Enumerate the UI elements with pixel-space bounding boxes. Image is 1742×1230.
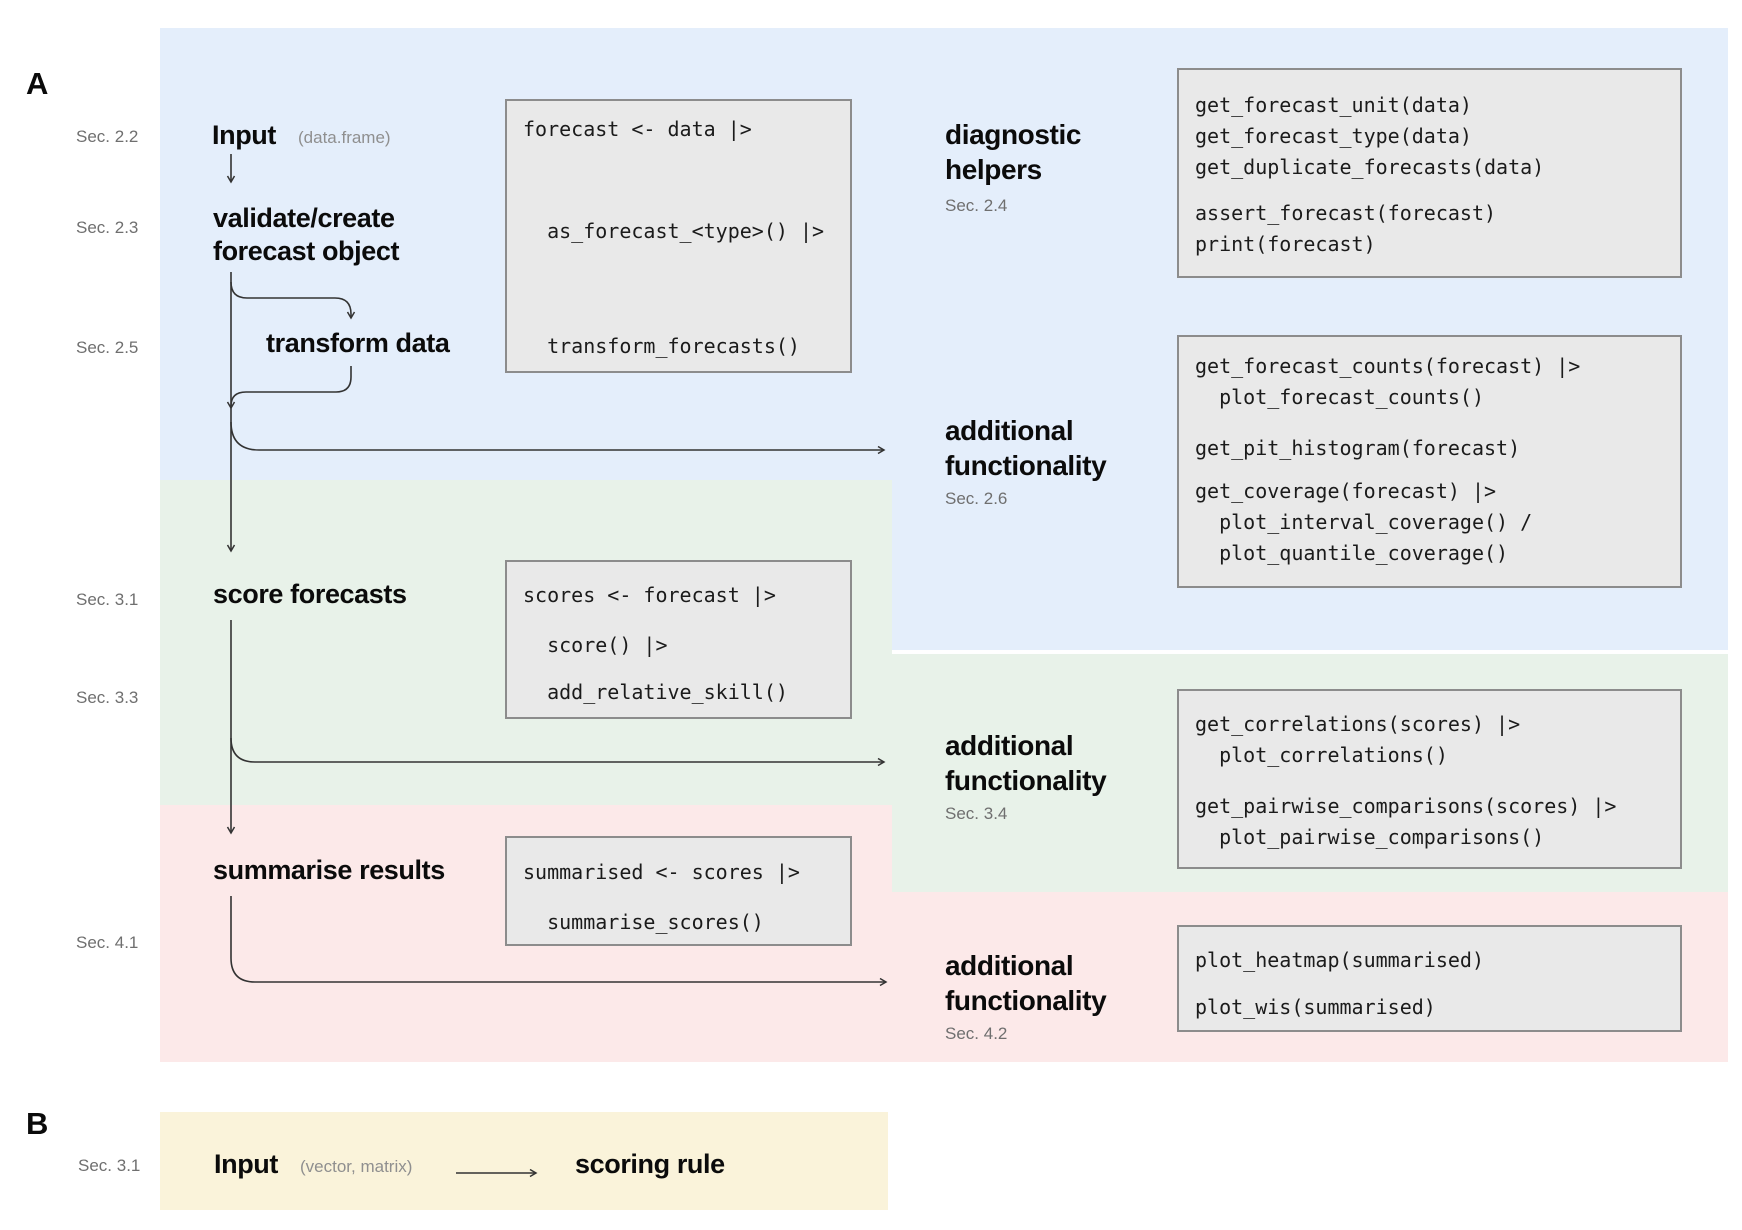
code-box-workflow: forecast <- data |> as_forecast_<type>()… [505, 99, 852, 373]
code-box-additional-functionality-42: plot_heatmap(summarised) plot_wis(summar… [1177, 925, 1682, 1032]
section-label-3-3: Sec. 3.3 [76, 688, 139, 707]
panel-b-label: B [26, 1106, 48, 1141]
code-line: plot_quantile_coverage() [1195, 541, 1509, 565]
code-line: add_relative_skill() [523, 680, 788, 704]
section-label-2-4: Sec. 2.4 [945, 196, 1008, 215]
code-line: plot_forecast_counts() [1195, 385, 1484, 409]
code-line: plot_wis(summarised) [1195, 995, 1436, 1019]
flow-step-validate: validate/create forecast object [213, 202, 399, 268]
code-line: scores <- forecast |> [523, 583, 776, 607]
flow-input-annotation: (data.frame) [298, 128, 391, 147]
flow-step-summarise: summarise results [213, 855, 445, 885]
af34-line2: functionality [945, 765, 1107, 796]
flow-step-input: Input [212, 120, 276, 150]
code-line: score() |> [523, 633, 668, 657]
af26-line2: functionality [945, 450, 1107, 481]
code-line: assert_forecast(forecast) [1195, 201, 1497, 225]
side-group-additional-functionality-42: additional functionality [945, 948, 1107, 1018]
section-label-4-2: Sec. 4.2 [945, 1024, 1008, 1043]
code-line: plot_pairwise_comparisons() [1195, 825, 1545, 849]
code-line: as_forecast_<type>() |> [523, 219, 825, 243]
panel-b-input: Input [214, 1149, 278, 1179]
code-line: get_forecast_counts(forecast) |> [1195, 354, 1581, 378]
flow-step-transform: transform data [266, 328, 450, 358]
flow-validate-line2: forecast object [213, 236, 400, 266]
diagnostic-helpers-line1: diagnostic [945, 119, 1082, 150]
af26-line1: additional [945, 415, 1074, 446]
section-label-2-2: Sec. 2.2 [76, 127, 139, 146]
section-label-2-6: Sec. 2.6 [945, 489, 1008, 508]
section-label-3-4: Sec. 3.4 [945, 804, 1008, 823]
section-label-4-1: Sec. 4.1 [76, 933, 139, 952]
section-label-b-3-1: Sec. 3.1 [78, 1156, 141, 1175]
code-line: summarise_scores() [523, 910, 764, 934]
code-line: forecast <- data |> [523, 117, 752, 141]
code-line: get_pairwise_comparisons(scores) |> [1195, 794, 1617, 818]
code-line: get_forecast_unit(data) [1195, 93, 1472, 117]
code-line: get_pit_histogram(forecast) [1195, 436, 1521, 460]
side-group-diagnostic-helpers: diagnostic helpers [945, 117, 1081, 187]
section-label-2-5: Sec. 2.5 [76, 338, 139, 357]
code-box-additional-functionality-26: get_forecast_counts(forecast) |> plot_fo… [1177, 335, 1682, 588]
code-line: plot_correlations() [1195, 743, 1448, 767]
code-line: plot_interval_coverage() / [1195, 510, 1533, 534]
code-box-score: scores <- forecast |> score() |> add_rel… [505, 560, 852, 719]
section-label-3-1: Sec. 3.1 [76, 590, 139, 609]
flow-step-score: score forecasts [213, 579, 407, 609]
panel-a-label: A [26, 66, 48, 101]
code-line: transform_forecasts() [523, 334, 800, 358]
code-line: print(forecast) [1195, 232, 1376, 256]
code-line: summarised <- scores |> [523, 860, 800, 884]
band-yellow-panel-b [160, 1112, 888, 1210]
code-box-additional-functionality-34: get_correlations(scores) |> plot_correla… [1177, 689, 1682, 869]
af42-line1: additional [945, 950, 1074, 981]
code-line: get_forecast_type(data) [1195, 124, 1472, 148]
code-line: get_correlations(scores) |> [1195, 712, 1521, 736]
code-box-diagnostic-helpers: get_forecast_unit(data) get_forecast_typ… [1177, 68, 1682, 278]
panel-b-input-annotation: (vector, matrix) [300, 1157, 413, 1176]
code-line: get_duplicate_forecasts(data) [1195, 155, 1545, 179]
af42-line2: functionality [945, 985, 1107, 1016]
side-group-additional-functionality-34: additional functionality [945, 728, 1107, 798]
flow-validate-line1: validate/create [213, 203, 395, 233]
af34-line1: additional [945, 730, 1074, 761]
panel-b-scoring-rule: scoring rule [575, 1149, 725, 1179]
code-box-summarise: summarised <- scores |> summarise_scores… [505, 836, 852, 946]
code-line: get_coverage(forecast) |> [1195, 479, 1497, 503]
code-line: plot_heatmap(summarised) [1195, 948, 1484, 972]
side-group-additional-functionality-26: additional functionality [945, 413, 1107, 483]
section-label-2-3: Sec. 2.3 [76, 218, 139, 237]
diagnostic-helpers-line2: helpers [945, 154, 1042, 185]
